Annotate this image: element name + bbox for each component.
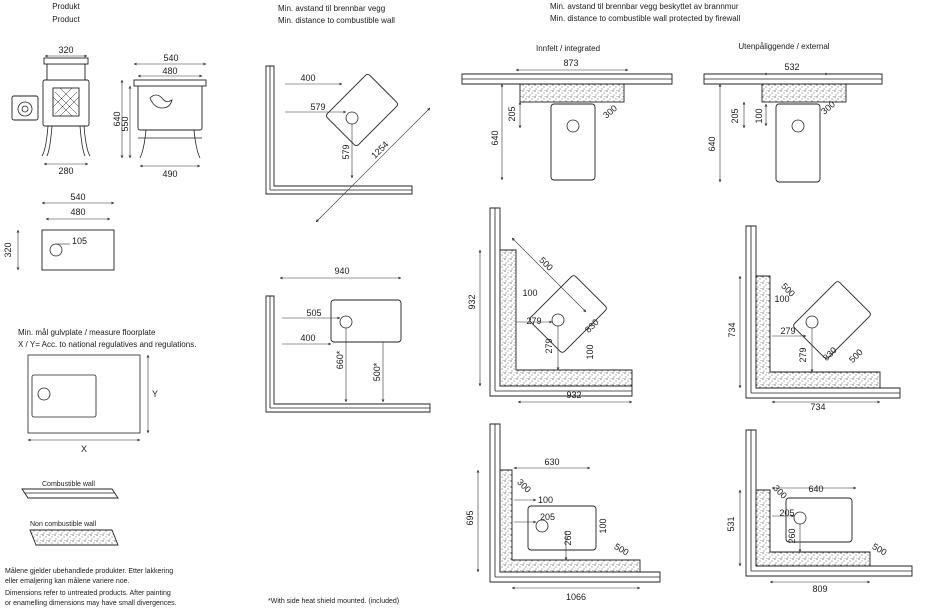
dim-i3-630: 630 (544, 457, 559, 467)
dim-side-width: 540 (163, 53, 178, 63)
note-en-line2: or enamelling dimensions may have small … (5, 600, 177, 607)
dim-e2-279a: 279 (780, 326, 795, 336)
dim-c1-400: 400 (300, 73, 315, 83)
note-no-line2: eller emaljering kan målene variere noe. (5, 578, 130, 585)
dim-i3-300: 300 (515, 477, 533, 495)
dim-e1-100: 100 (754, 108, 764, 123)
dim-i1-873: 873 (563, 58, 578, 68)
floorplate-outline (27, 354, 141, 434)
dim-side-h1: 640 (112, 111, 122, 126)
dim-i2-100a: 100 (522, 288, 537, 298)
dim-e2-279b: 279 (798, 347, 808, 362)
dim-i2-500: 500 (537, 255, 555, 273)
header-firewall-en: Min. distance to combustible wall protec… (550, 14, 741, 23)
header-combustible-en: Min. distance to combustible wall (278, 16, 395, 25)
floorplate-y-label: Y (152, 389, 158, 399)
dim-side-h2: 550 (120, 116, 130, 131)
header-combustible-no: Min. avstand til brennbar vegg (278, 4, 386, 13)
dim-e3-809: 809 (812, 584, 827, 594)
dim-e2-500b: 500 (847, 347, 865, 365)
dim-side-inner: 480 (162, 66, 177, 76)
header-product-en: Product (52, 15, 80, 24)
header-firewall-no: Min. avstand til brennbar vegg beskyttet… (550, 2, 739, 11)
dim-i3-1066: 1066 (566, 592, 586, 602)
dim-i2-279a: 279 (526, 316, 541, 326)
dim-i2-932h: 932 (566, 390, 581, 400)
dim-front-width: 320 (58, 45, 73, 55)
dim-e2-100: 100 (774, 294, 789, 304)
note-en-line1: Dimensions refer to untreated products. … (5, 590, 171, 597)
dim-i3-100a: 100 (538, 495, 553, 505)
dim-c2-505: 505 (306, 308, 321, 318)
firewall-external-corner-diagram (745, 225, 901, 399)
dim-side-base: 490 (162, 169, 177, 179)
dim-i1-640: 640 (490, 130, 500, 145)
dim-e2-734h: 734 (810, 402, 825, 412)
dim-e3-205: 205 (779, 508, 794, 518)
dim-e1-205: 205 (730, 108, 740, 123)
dim-i3-260: 260 (563, 530, 573, 545)
header-product-no: Produkt (52, 2, 80, 11)
dim-i1-300: 300 (601, 103, 619, 120)
firewall-external-wall-diagram (703, 73, 883, 183)
firewall-integrated-side-diagram (489, 423, 661, 583)
dim-i3-695: 695 (465, 510, 475, 525)
dim-c1-1254: 1254 (369, 139, 390, 160)
header-external: Utenpåliggende / external (738, 42, 830, 51)
dim-e3-531: 531 (726, 516, 736, 531)
dim-e1-532: 532 (784, 62, 799, 72)
dim-e3-640: 640 (808, 484, 823, 494)
dim-top-width: 540 (70, 192, 85, 202)
floorplate-line2: X / Y= Acc. to national regulatives and … (18, 340, 197, 349)
note-side-shield: *With side heat shield mounted. (include… (268, 598, 400, 605)
note-no-line1: Målene gjelder ubehandlede produkter. Et… (5, 568, 174, 575)
firewall-integrated-wall-diagram (461, 73, 673, 181)
dim-i3-100b: 100 (598, 518, 608, 533)
dim-i2-932v: 932 (467, 294, 477, 309)
dim-i1-205: 205 (507, 106, 517, 121)
dim-e3-500: 500 (870, 541, 888, 557)
legend-non-combustible: Non combustible wall (30, 521, 97, 528)
dim-i3-500: 500 (612, 541, 630, 557)
legend-combustible-swatch (21, 488, 119, 499)
dim-e3-300: 300 (771, 483, 789, 501)
dim-i3-205: 205 (540, 512, 555, 522)
dim-c2-940: 940 (334, 266, 349, 276)
combustible-corner-diagram (265, 65, 413, 195)
dim-i2-279b: 279 (544, 338, 554, 353)
dim-i2-100b: 100 (585, 344, 595, 359)
dim-c1-579a: 579 (310, 102, 325, 112)
floorplate-x-label: X (81, 444, 87, 454)
dim-c2-400: 400 (300, 333, 315, 343)
floorplate-line1: Min. mål gulvplate / measure floorplate (18, 328, 156, 337)
dim-c2-660: 660* (335, 350, 345, 369)
dim-e2-734v: 734 (727, 322, 737, 337)
dim-e1-640: 640 (707, 136, 717, 151)
dim-top-flue: 105 (72, 236, 87, 246)
legend-non-combustible-swatch (29, 529, 119, 546)
dim-c2-500: 500* (372, 362, 382, 381)
legend-combustible: Combustible wall (42, 481, 95, 488)
stove-side-view (133, 79, 207, 159)
dim-top-depth: 320 (3, 242, 13, 257)
stove-top-view (41, 229, 115, 271)
stove-front-view (11, 57, 91, 157)
dim-c1-579b: 579 (341, 144, 351, 159)
firewall-external-side-diagram (745, 429, 913, 577)
combustible-side-diagram (265, 295, 431, 413)
dim-e3-260: 260 (787, 528, 797, 543)
dim-top-inner: 480 (70, 207, 85, 217)
header-integrated: Innfelt / integrated (535, 44, 601, 53)
firewall-integrated-corner-diagram (489, 207, 633, 397)
dim-front-base: 280 (58, 166, 73, 176)
